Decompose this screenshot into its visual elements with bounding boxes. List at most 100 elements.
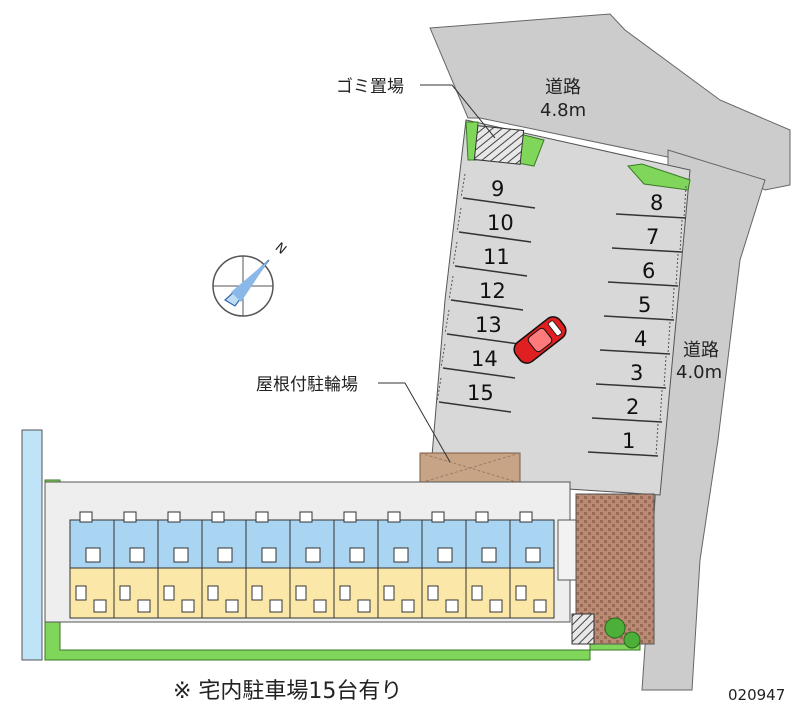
stairs xyxy=(557,519,577,581)
parking-stall-edge xyxy=(675,253,679,287)
parking-stall-line xyxy=(462,197,536,209)
bicycle-parking-label: 屋根付駐輪場 xyxy=(256,375,358,395)
parking-stall-line xyxy=(587,451,659,457)
shrub-icon xyxy=(623,631,641,649)
parking-space-number: 15 xyxy=(467,381,494,405)
unit-fixture xyxy=(181,599,195,613)
parking-stall-line xyxy=(454,265,528,277)
garbage-label: ゴミ置場 xyxy=(336,76,404,97)
road-top xyxy=(429,13,791,191)
water-channel xyxy=(21,429,43,661)
unit-fixture xyxy=(471,585,483,601)
unit-fixture xyxy=(401,599,415,613)
parking-stall-line xyxy=(438,401,512,413)
unit-fixture xyxy=(269,599,283,613)
parking-stall-line xyxy=(450,299,524,311)
parking-space-number: 3 xyxy=(630,361,643,385)
building-units xyxy=(69,511,555,619)
parking-space-number: 14 xyxy=(471,347,498,371)
road-top-name: 道路 xyxy=(545,77,581,98)
grass-strip xyxy=(627,163,691,191)
parking-stall-line xyxy=(615,213,687,219)
unit-fixture xyxy=(489,599,503,613)
parking-stall-edge xyxy=(667,321,671,355)
unit-fixture xyxy=(481,547,497,563)
unit-fixture xyxy=(427,585,439,601)
parking-stall-edge xyxy=(460,173,466,199)
parking-stall-edge xyxy=(679,219,683,253)
compass-north-label: N xyxy=(272,240,289,258)
unit-fixture xyxy=(163,585,175,601)
parking-stall-edge xyxy=(663,355,667,389)
parking-stall-line xyxy=(603,315,675,321)
parking-stall-line xyxy=(442,367,516,379)
unit-room-yellow xyxy=(245,567,291,619)
parking-stall-edge xyxy=(444,309,450,335)
unit-fixture xyxy=(217,547,233,563)
unit-fixture xyxy=(349,547,365,563)
unit-fixture xyxy=(251,585,263,601)
parking-stall-edge xyxy=(440,343,446,369)
unit-fixture xyxy=(119,585,131,601)
unit-fixture xyxy=(207,585,219,601)
unit-fixture xyxy=(305,547,321,563)
unit-door xyxy=(431,511,445,523)
road-right-name: 道路 xyxy=(683,340,719,361)
compass-icon xyxy=(212,255,274,317)
property-code: 020947 xyxy=(728,686,785,704)
parking-stall-edge xyxy=(436,377,442,403)
unit-fixture xyxy=(137,599,151,613)
unit-fixture xyxy=(525,547,541,563)
unit-fixture xyxy=(313,599,327,613)
unit-fixture xyxy=(393,547,409,563)
gate-hatch xyxy=(571,613,595,645)
car-icon xyxy=(513,316,567,364)
parking-space-number: 2 xyxy=(626,395,639,419)
parking-space-number: 11 xyxy=(483,245,510,269)
unit-fixture xyxy=(261,547,277,563)
parking-stall-line xyxy=(458,231,532,243)
unit-door xyxy=(519,511,533,523)
bicycle-leader-line xyxy=(404,382,451,463)
unit-fixture xyxy=(339,585,351,601)
parking-space-number: 13 xyxy=(475,313,502,337)
unit-fixture xyxy=(445,599,459,613)
parking-stall-edge xyxy=(456,207,462,233)
unit-fixture xyxy=(533,599,547,613)
unit-door xyxy=(475,511,489,523)
unit-fixture xyxy=(383,585,395,601)
parking-stall-edge xyxy=(448,275,454,301)
parking-space-number: 5 xyxy=(638,293,651,317)
footer-note: ※ 宅内駐車場15台有り xyxy=(173,679,402,704)
garbage-leader-line xyxy=(451,84,496,139)
unit-door xyxy=(255,511,269,523)
unit-fixture xyxy=(357,599,371,613)
parking-stall-line xyxy=(595,383,667,389)
parking-stall-edge xyxy=(683,185,687,219)
shrub-icon xyxy=(604,617,626,639)
unit-fixture xyxy=(75,585,87,601)
unit-fixture xyxy=(85,547,101,563)
garbage-area xyxy=(473,125,525,165)
unit-fixture xyxy=(93,599,107,613)
parking-stall-line xyxy=(591,417,663,423)
parking-space-number: 7 xyxy=(646,225,659,249)
unit-room-blue xyxy=(201,519,247,569)
road-right-width: 4.0m xyxy=(676,362,722,383)
unit-door xyxy=(343,511,357,523)
parking-stall-edge xyxy=(659,389,663,423)
road-top-width: 4.8m xyxy=(540,100,586,121)
parking-stall-edge xyxy=(452,241,458,267)
unit-door xyxy=(299,511,313,523)
unit-door xyxy=(167,511,181,523)
parking-space-number: 4 xyxy=(634,327,647,351)
unit-fixture xyxy=(225,599,239,613)
parking-space-number: 6 xyxy=(642,259,655,283)
parking-stall-line xyxy=(607,281,679,287)
unit-fixture xyxy=(295,585,307,601)
parking-stall-line xyxy=(611,247,683,253)
unit-fixture xyxy=(437,547,453,563)
